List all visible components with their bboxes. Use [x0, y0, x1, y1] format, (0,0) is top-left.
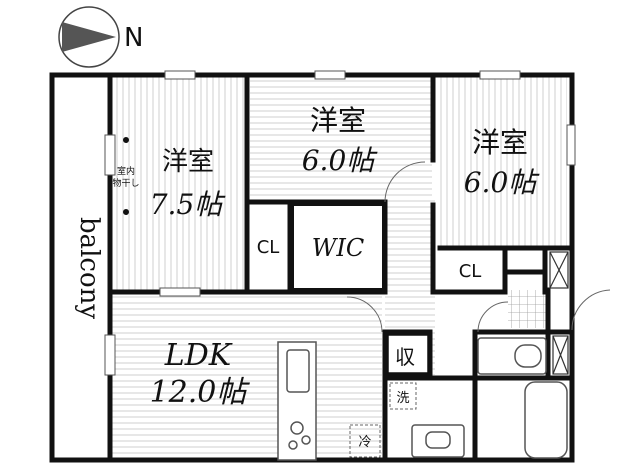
indoor-drying-label-2: 物干し	[112, 177, 139, 189]
bathroom-fixtures	[411, 337, 568, 459]
bedroom-right-name: 洋室	[472, 126, 528, 159]
washer-label: 洗	[396, 391, 409, 406]
door-swings	[346, 161, 611, 333]
entrance-boxes	[549, 251, 569, 375]
windows	[104, 70, 576, 376]
ldk-name: LDK	[164, 338, 233, 373]
walk-in-closet-label: WIC	[312, 234, 365, 262]
bedroom-right: 洋室 6.0帖	[464, 126, 541, 199]
drying-pole-icon	[123, 209, 129, 215]
bedroom-right-floor	[437, 75, 567, 247]
storage	[387, 334, 429, 374]
ldk-floor	[112, 292, 382, 460]
bedroom-left: 洋室 7.5帖 室内 物干し	[112, 137, 226, 221]
north-label: N	[124, 23, 143, 53]
bedroom-left-size: 7.5帖	[150, 188, 227, 221]
fridge-space	[349, 424, 381, 458]
compass: N	[58, 6, 143, 68]
walls	[49, 72, 575, 463]
bedroom-center-size: 6.0帖	[302, 144, 379, 177]
washer-space	[389, 382, 417, 410]
closet-right-label: CL	[459, 261, 482, 282]
bedroom-left-floor	[112, 75, 245, 290]
bedroom-right-size: 6.0帖	[464, 166, 541, 199]
bedroom-center-name: 洋室	[310, 104, 366, 137]
ldk-size: 12.0帖	[150, 375, 251, 410]
closet-left-label: CL	[257, 237, 280, 258]
bedroom-center: 洋室 6.0帖	[302, 104, 379, 177]
drying-pole-icon	[123, 137, 129, 143]
bedroom-center-floor	[250, 80, 432, 200]
indoor-drying-label-1: 室内	[117, 165, 135, 177]
bedroom-left-name: 洋室	[162, 147, 214, 177]
fridge-label: 冷	[358, 435, 371, 450]
entrance-floor	[508, 290, 548, 328]
balcony-label: balcony	[74, 217, 104, 319]
north-arrow-icon	[62, 22, 116, 52]
walk-in-closet	[292, 204, 384, 290]
ldk: LDK 12.0帖	[150, 338, 251, 410]
storage-label: 収	[395, 345, 415, 369]
kitchen-counter	[277, 341, 317, 461]
